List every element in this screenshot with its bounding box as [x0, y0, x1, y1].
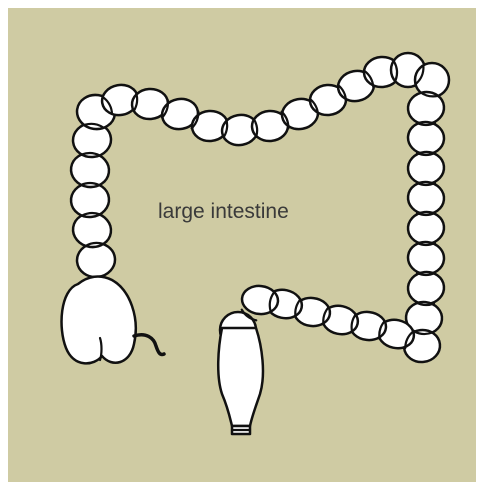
diagram-label: large intestine: [158, 200, 289, 224]
haustra-segment: [241, 284, 280, 316]
rectum: [218, 328, 263, 426]
cecum: [62, 277, 136, 364]
appendix: [134, 335, 164, 355]
large-intestine-diagram: [8, 8, 476, 482]
diagram-panel: large intestine: [8, 8, 476, 482]
large-intestine-shape: [62, 53, 449, 434]
